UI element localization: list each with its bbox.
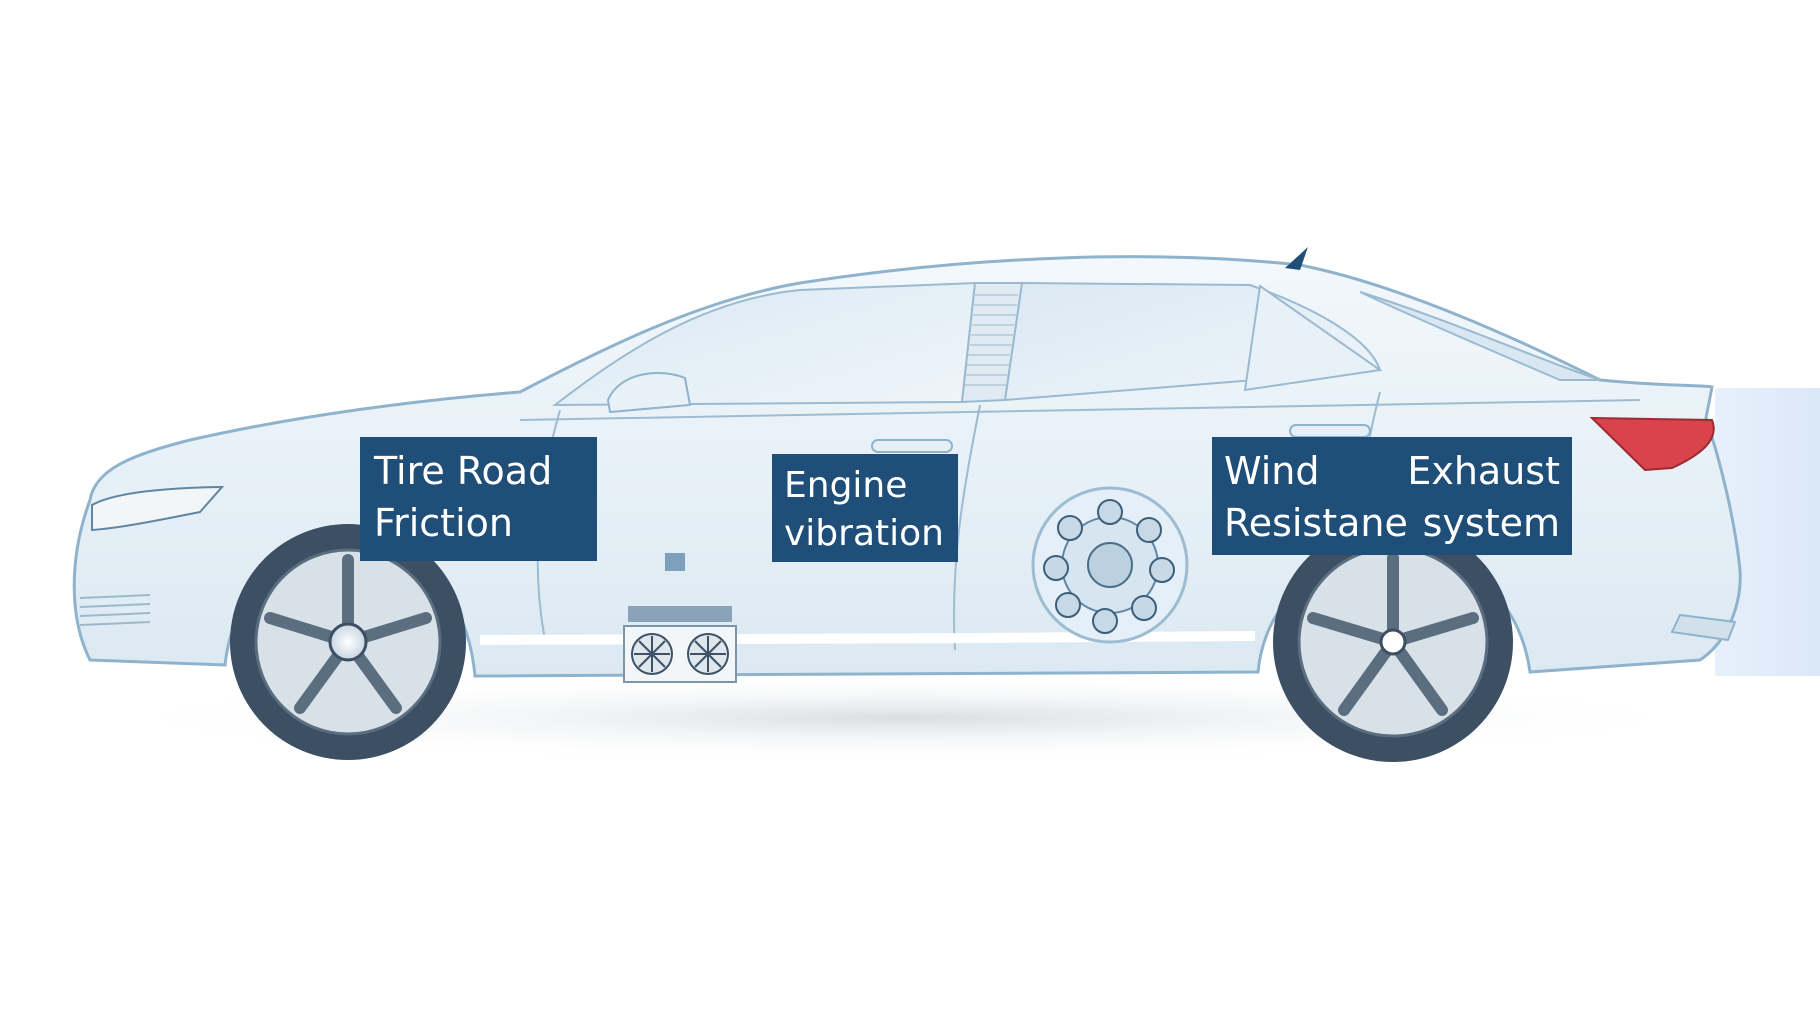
exhaust-system-component: [1031, 486, 1189, 644]
exhaust-system-line-1: Exhaust: [1407, 449, 1560, 493]
front-wheel: [230, 524, 466, 760]
quarter-window: [1243, 284, 1383, 392]
engine-vibration-label: Engine vibration: [772, 454, 958, 562]
rear-wheel: [1273, 522, 1513, 762]
side-mirror: [606, 372, 692, 414]
tire-road-friction-line-1: Tire Road: [374, 449, 553, 493]
antenna: [1285, 247, 1308, 270]
exhaust-system-line-2: system: [1422, 501, 1560, 545]
wind-exhaust-label: Wind Exhaust Resistane system: [1212, 437, 1572, 555]
rear-door-handle: [1289, 424, 1371, 438]
b-pillar: [960, 282, 1024, 404]
rear-glass: [1359, 291, 1601, 381]
engine-vibration-line-1: Engine: [784, 465, 908, 506]
engine-vibration-line-2: vibration: [784, 513, 944, 554]
headlight: [91, 485, 225, 532]
wind-resistance-line-2: Resistane: [1224, 501, 1408, 545]
tail-light: [1589, 416, 1715, 472]
front-door-handle: [871, 439, 953, 453]
front-grille: [79, 594, 151, 626]
wind-resistance-line-1: Wind: [1224, 449, 1320, 493]
engine-fan-module: [623, 553, 737, 683]
rear-diffuser: [1670, 613, 1737, 642]
tire-road-friction-line-2: Friction: [374, 501, 513, 545]
side-sill: [479, 631, 1256, 645]
tire-road-friction-label: Tire Road Friction: [360, 437, 597, 561]
